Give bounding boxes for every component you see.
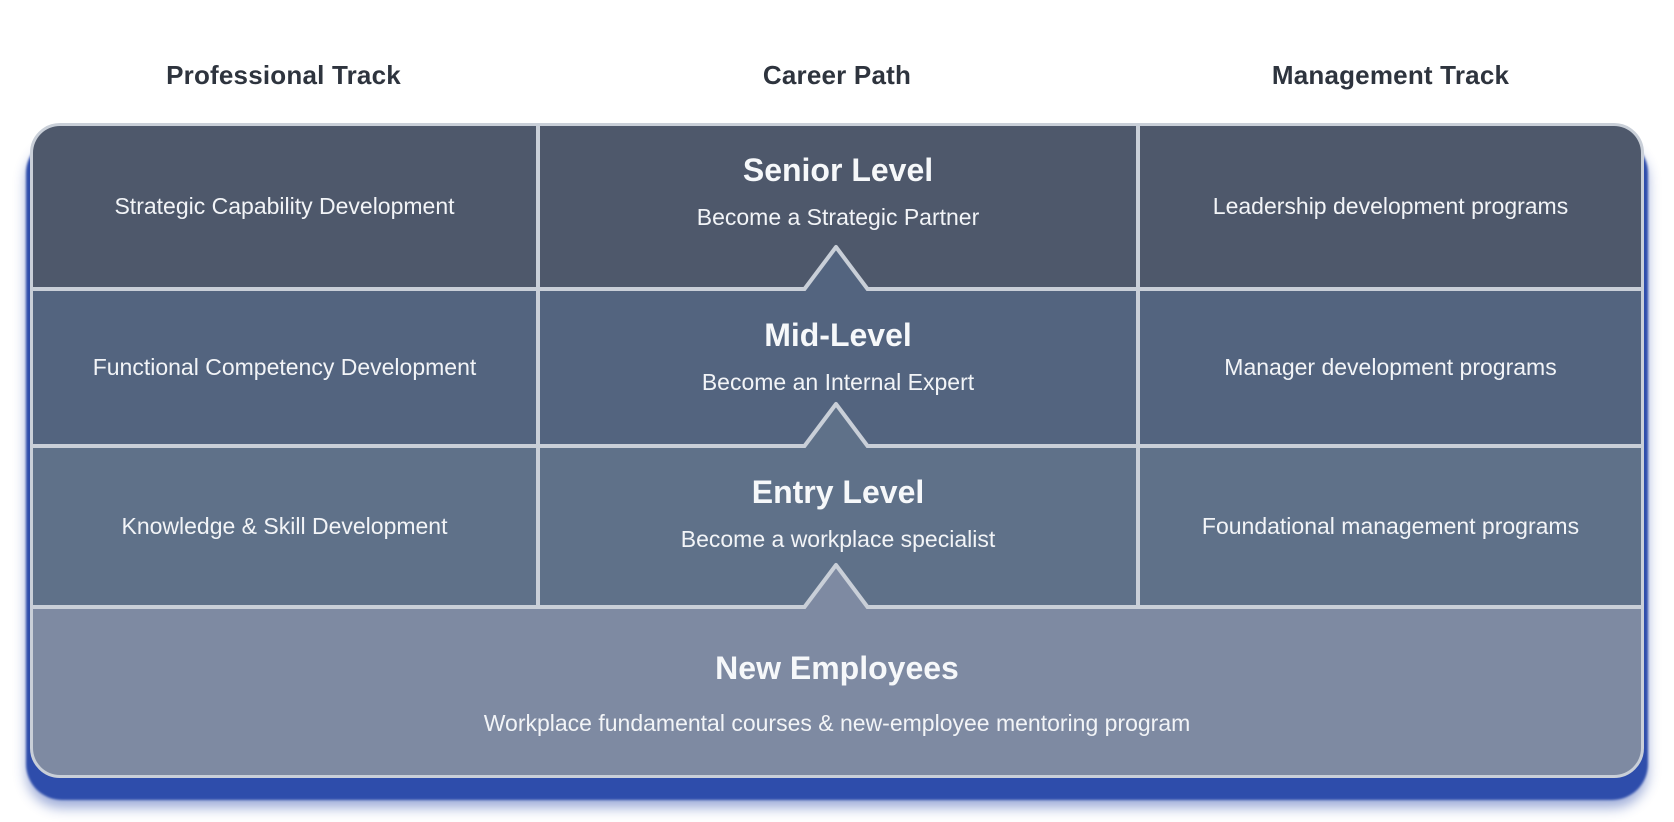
chevron-up-icon [801, 563, 871, 609]
header-career-path: Career Path [762, 60, 912, 90]
senior-level-title: Senior Level [742, 152, 934, 188]
new-employees-subtitle: Workplace fundamental courses & new-empl… [483, 709, 1191, 736]
senior-level-subtitle: Become a Strategic Partner [696, 204, 980, 230]
management-entry-label: Foundational management programs [1201, 513, 1580, 539]
cell-career-senior: Senior Level Become a Strategic Partner [540, 126, 1136, 287]
professional-entry-label: Knowledge & Skill Development [121, 513, 448, 539]
cell-professional-senior: Strategic Capability Development [33, 126, 536, 287]
new-employees-title: New Employees [715, 649, 959, 686]
professional-senior-label: Strategic Capability Development [114, 193, 455, 219]
chevron-up-icon [801, 245, 871, 291]
entry-level-title: Entry Level [751, 474, 925, 510]
column-headers: Professional Track Career Path Managemen… [30, 60, 1644, 91]
professional-mid-label: Functional Competency Development [92, 354, 477, 380]
mid-level-subtitle: Become an Internal Expert [701, 369, 975, 395]
diagram-panel: Strategic Capability Development Senior … [26, 123, 1648, 800]
cell-professional-mid: Functional Competency Development [33, 291, 536, 444]
header-management-track: Management Track [1271, 60, 1510, 90]
mid-level-title: Mid-Level [764, 317, 912, 353]
cell-professional-entry: Knowledge & Skill Development [33, 448, 536, 605]
entry-level-subtitle: Become a workplace specialist [680, 526, 996, 552]
cell-management-mid: Manager development programs [1140, 291, 1641, 444]
management-senior-label: Leadership development programs [1212, 193, 1569, 219]
cell-management-entry: Foundational management programs [1140, 448, 1641, 605]
cell-management-senior: Leadership development programs [1140, 126, 1641, 287]
levels-grid: Strategic Capability Development Senior … [30, 123, 1644, 778]
header-professional-track: Professional Track [166, 60, 401, 90]
management-mid-label: Manager development programs [1224, 354, 1557, 380]
chevron-up-icon [801, 402, 871, 448]
cell-new-employees: New Employees Workplace fundamental cour… [33, 609, 1641, 775]
